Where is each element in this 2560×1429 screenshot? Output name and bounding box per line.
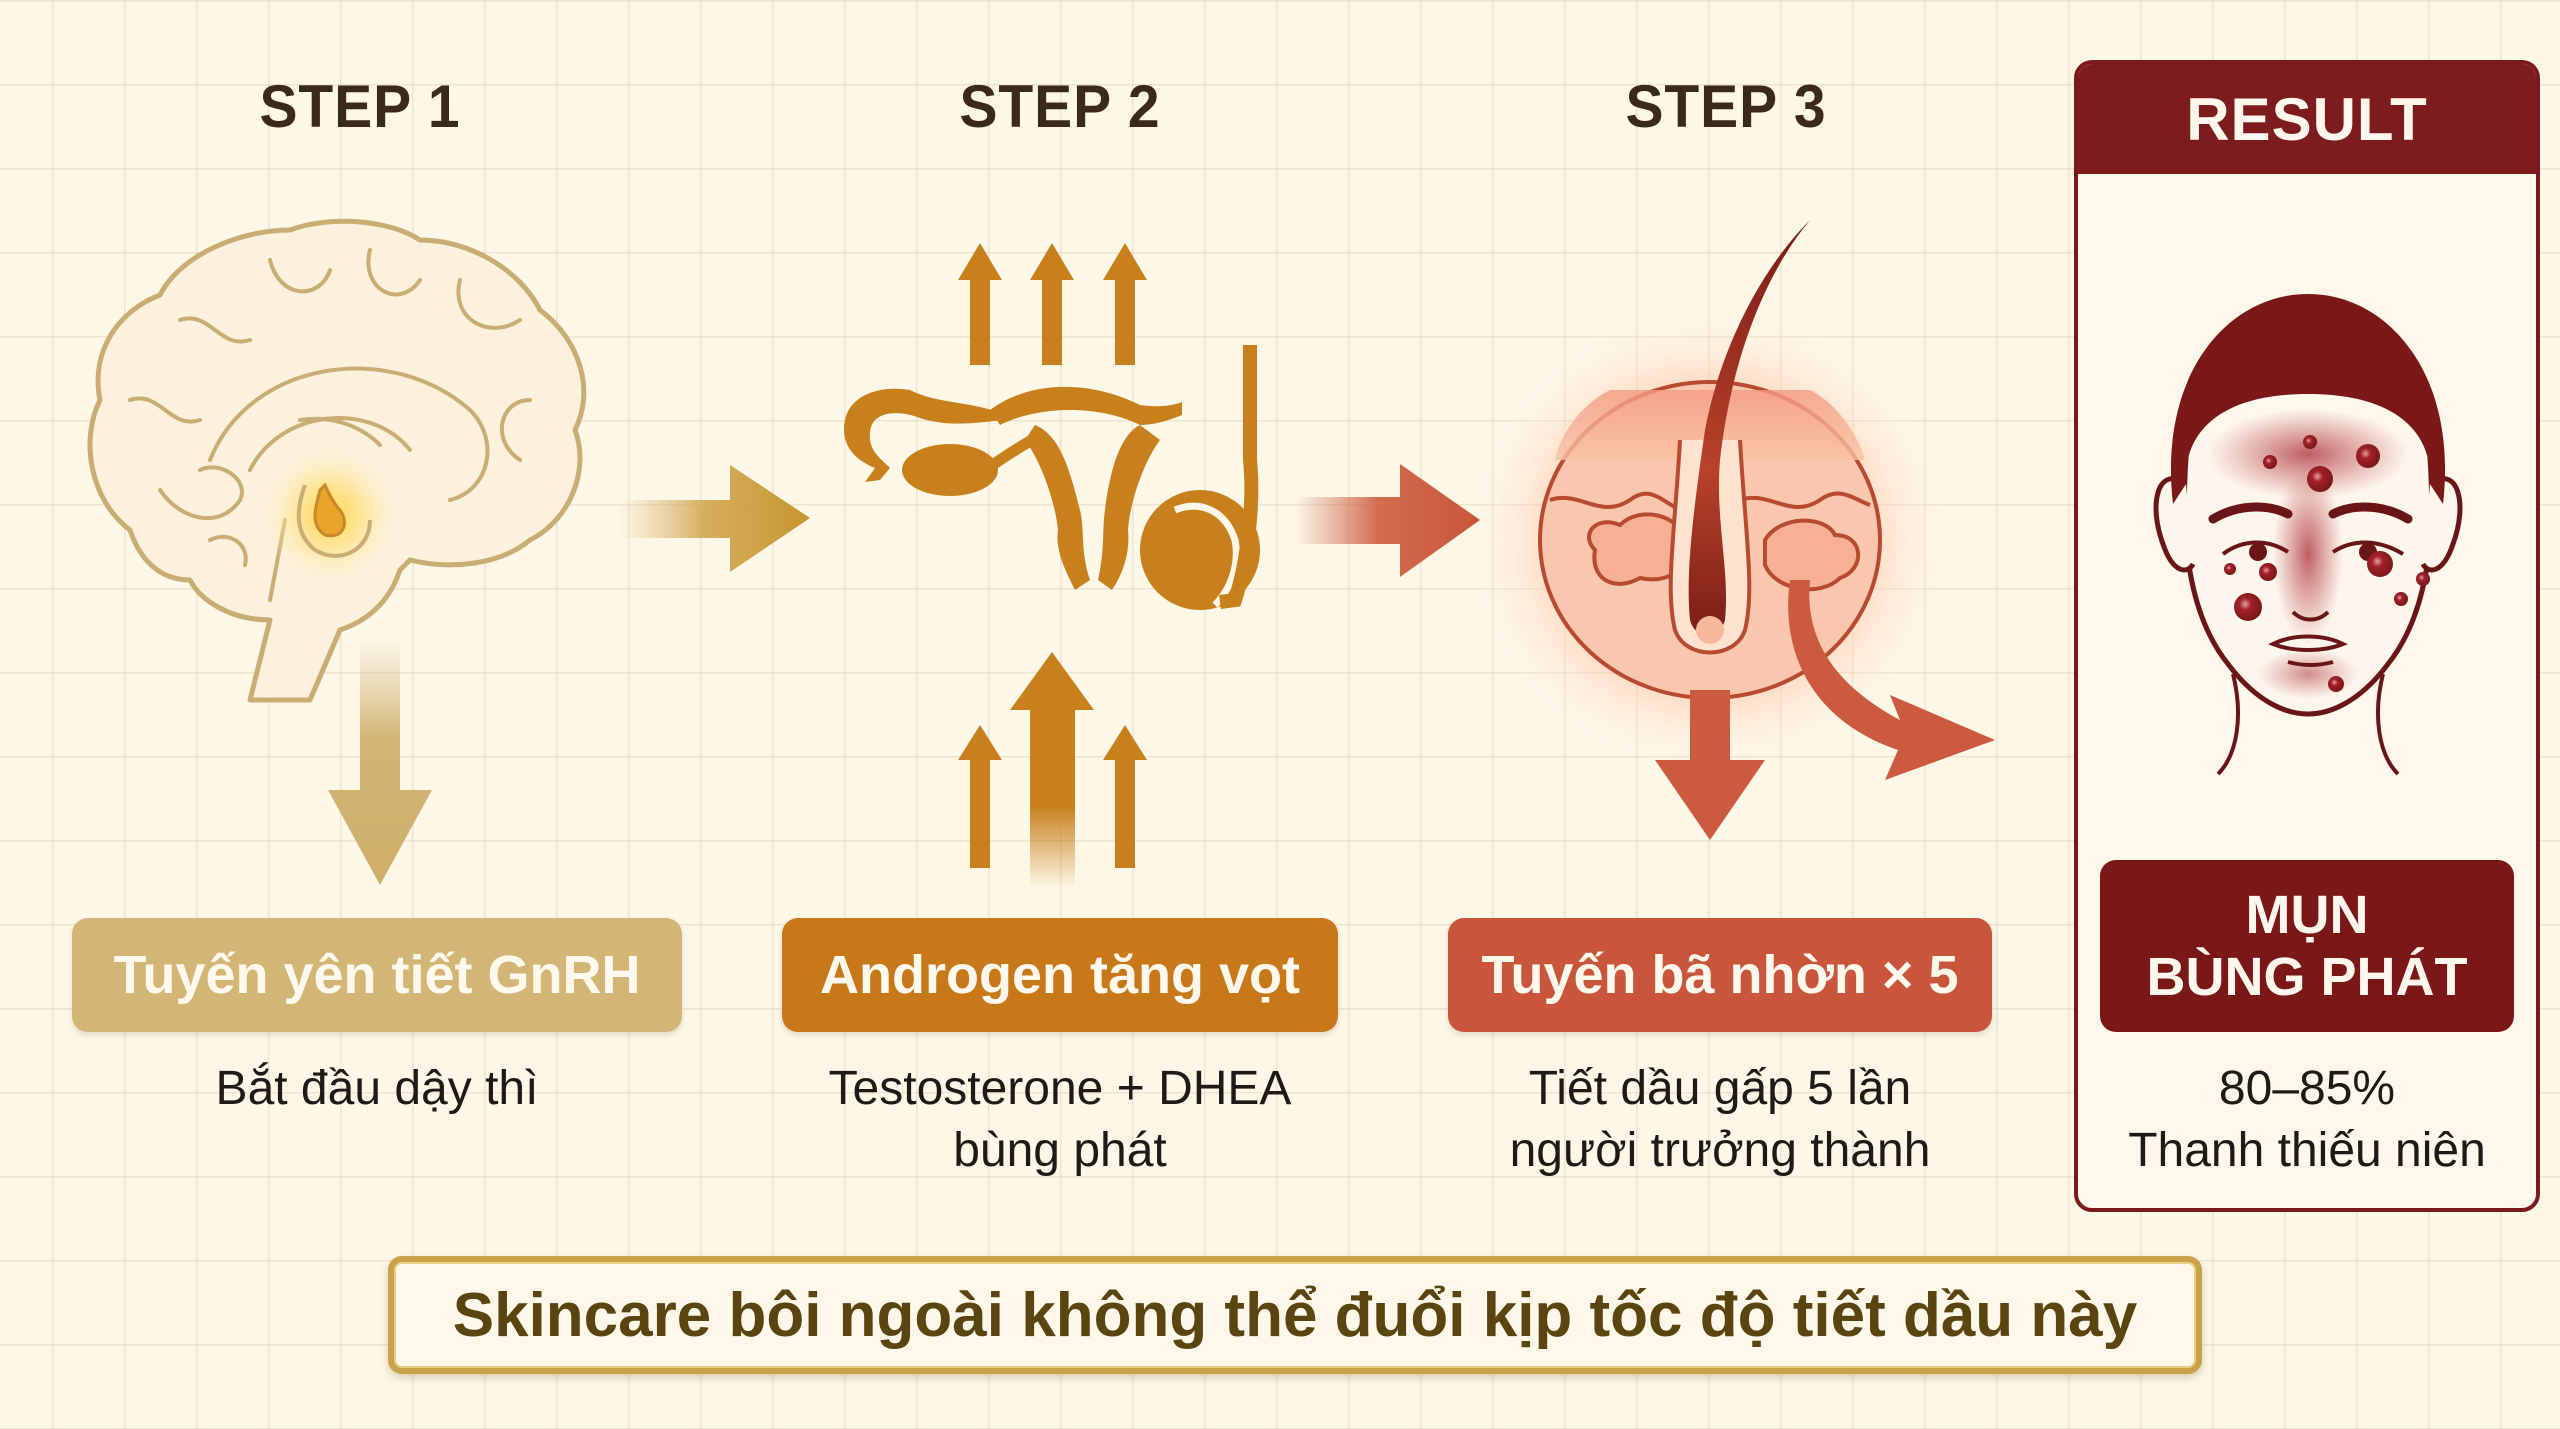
step-3-title: STEP 3 <box>1625 73 1827 140</box>
result-card: RESULT <box>2074 60 2540 1212</box>
reproductive-organs-icon <box>844 345 1260 610</box>
step-2-label-text: Androgen tăng vọt <box>820 945 1300 1005</box>
step-2-caption: Testosterone + DHEA bùng phát <box>762 1058 1358 1182</box>
result-label-line-1: MỤN <box>2245 885 2369 945</box>
step-2-caption-line-1: Testosterone + DHEA <box>828 1062 1292 1115</box>
arrow-right-step1-to-step2 <box>620 465 810 572</box>
step-1-caption-line-1: Bắt đầu dậy thì <box>215 1062 539 1115</box>
step-1-caption: Bắt đầu dậy thì <box>72 1058 682 1120</box>
result-label-line-2: BÙNG PHÁT <box>2146 947 2468 1007</box>
hair-follicle-sebaceous-gland-icon <box>1480 220 1995 840</box>
result-label: MỤN BÙNG PHÁT <box>2100 860 2514 1032</box>
step-1-label-text: Tuyến yên tiết GnRH <box>113 945 641 1005</box>
three-up-arrows-icon <box>958 243 1147 365</box>
step-3-caption: Tiết dầu gấp 5 lần người trưởng thành <box>1420 1058 2020 1182</box>
step-1-title: STEP 1 <box>259 73 461 140</box>
result-caption-line-2: Thanh thiếu niên <box>2128 1124 2486 1177</box>
brain-icon <box>87 218 587 703</box>
step-1-label: Tuyến yên tiết GnRH <box>72 918 682 1032</box>
arrow-down-step1 <box>328 640 432 885</box>
step-2-title: STEP 2 <box>959 73 1161 140</box>
step-3-caption-line-2: người trưởng thành <box>1509 1124 1931 1177</box>
result-caption-line-1: 80–85% <box>2218 1062 2396 1115</box>
step-3-label: Tuyến bã nhờn × 5 <box>1448 918 1992 1032</box>
androgen-rise-arrows-icon <box>958 652 1147 888</box>
result-header: RESULT <box>2078 64 2536 174</box>
step-3-label-text: Tuyến bã nhờn × 5 <box>1481 945 1959 1005</box>
result-caption: 80–85% Thanh thiếu niên <box>2078 1058 2536 1182</box>
conclusion-banner: Skincare bôi ngoài không thể đuổi kịp tố… <box>388 1256 2202 1374</box>
step-3-caption-line-1: Tiết dầu gấp 5 lần <box>1528 1062 1912 1115</box>
conclusion-banner-text: Skincare bôi ngoài không thể đuổi kịp tố… <box>452 1280 2138 1350</box>
acne-face-icon <box>2153 294 2463 776</box>
step-2-label: Androgen tăng vọt <box>782 918 1338 1032</box>
arrow-right-step2-to-step3 <box>1295 464 1480 577</box>
result-title: RESULT <box>2186 85 2428 153</box>
step-2-caption-line-2: bùng phát <box>953 1124 1167 1177</box>
